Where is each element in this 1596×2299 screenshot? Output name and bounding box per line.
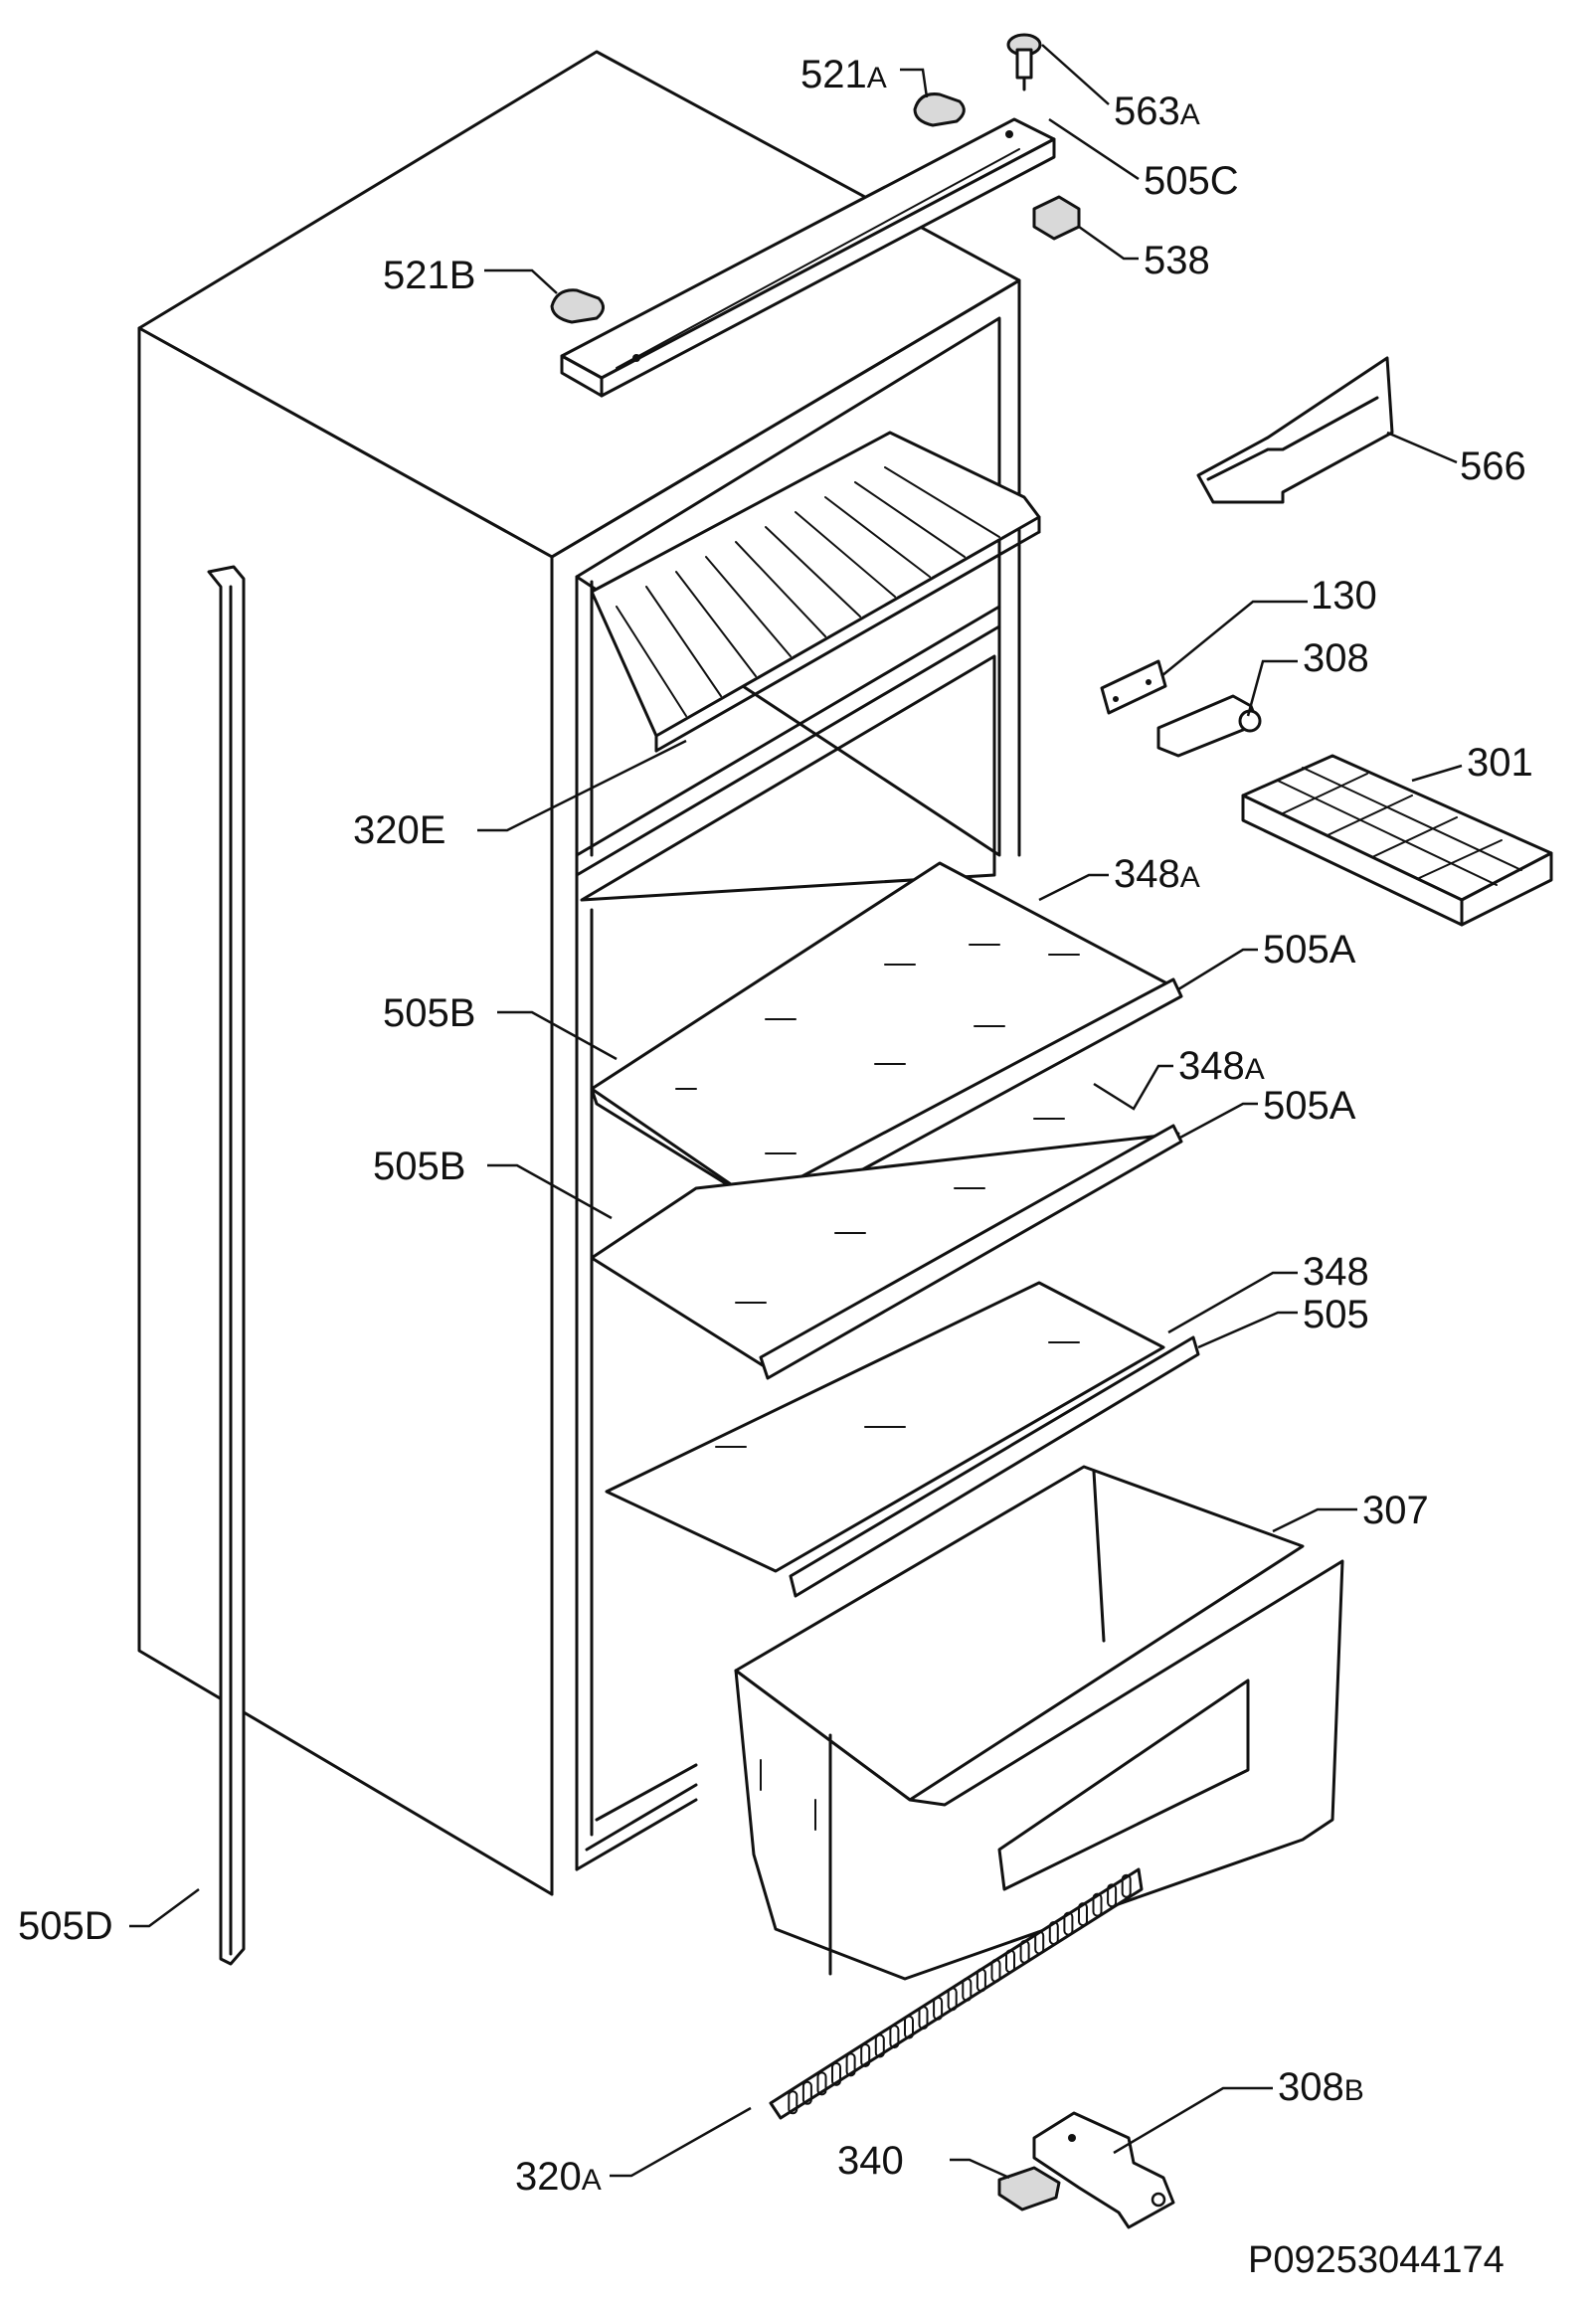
grille-slot xyxy=(1107,1883,1118,1908)
label-505b-middle: 505B xyxy=(373,1145,465,1188)
label-348: 348 xyxy=(1303,1250,1369,1294)
ice-cube-tray-301 xyxy=(1241,754,1553,927)
label-521a: 521A xyxy=(800,53,887,96)
top-hinge-bar xyxy=(560,117,1056,398)
grille-slot xyxy=(990,1958,1001,1983)
label-308b: 308B xyxy=(1278,2065,1364,2109)
grille-slot xyxy=(962,1977,973,2002)
grille-slot xyxy=(904,2015,914,2039)
label-320e: 320E xyxy=(353,808,445,852)
grille-slot xyxy=(1005,1949,1015,1974)
label-566: 566 xyxy=(1460,444,1526,488)
grille-slot xyxy=(1078,1902,1088,1927)
label-130: 130 xyxy=(1311,574,1377,618)
leader-lines xyxy=(129,44,1463,2180)
hinge-cap-521a xyxy=(913,92,966,127)
grille-slot xyxy=(889,2025,900,2049)
bottom-hinge-308b xyxy=(1032,2111,1175,2229)
label-308: 308 xyxy=(1303,636,1369,680)
grille-slot xyxy=(860,2043,871,2067)
grille-slot xyxy=(1121,1873,1132,1898)
bracket-538 xyxy=(1032,195,1081,241)
label-348a-upper: 348A xyxy=(1114,852,1200,896)
label-505a-upper: 505A xyxy=(1263,928,1356,972)
screw-563a xyxy=(1006,33,1042,91)
label-340: 340 xyxy=(837,2139,904,2183)
grille-slot xyxy=(918,2006,929,2031)
grille-slot xyxy=(1034,1930,1045,1955)
label-521b: 521B xyxy=(383,254,475,297)
grille-slot xyxy=(975,1968,986,1993)
grille-slot xyxy=(1063,1911,1074,1936)
crisper-drawer xyxy=(734,1465,1344,1981)
plate-130 xyxy=(1100,659,1167,715)
door-seal xyxy=(207,565,246,1966)
grille-slot xyxy=(788,2090,798,2115)
part-labels: 521A 563A 505C 538 521B 566 130 308 301 … xyxy=(18,53,1533,2199)
grille-slot xyxy=(816,2071,827,2096)
grille-slot xyxy=(1019,1939,1030,1964)
block-340 xyxy=(997,2166,1061,2211)
label-307: 307 xyxy=(1362,1489,1429,1532)
middle-hinge-308 xyxy=(1156,694,1262,758)
diagram-reference-code: P09253044174 xyxy=(1248,2239,1505,2281)
door-handle-566 xyxy=(1196,356,1394,504)
grille-slot xyxy=(1092,1892,1103,1917)
label-348a-middle: 348A xyxy=(1178,1044,1265,1088)
grille-slot xyxy=(874,2034,885,2058)
label-505c: 505C xyxy=(1144,159,1239,203)
grille-slot xyxy=(801,2080,812,2105)
label-301: 301 xyxy=(1467,741,1533,785)
freezer-grid-shelf xyxy=(590,431,1041,753)
grille-slot xyxy=(831,2061,841,2086)
label-320a: 320A xyxy=(515,2155,602,2199)
glass-shelf-lower xyxy=(605,1281,1200,1598)
grille-slot xyxy=(1048,1921,1059,1945)
vent-grille xyxy=(769,1867,1144,2120)
label-505a-middle: 505A xyxy=(1263,1084,1356,1128)
grille-slot xyxy=(933,1996,944,2021)
label-505d: 505D xyxy=(18,1904,113,1948)
label-563a: 563A xyxy=(1114,89,1200,133)
hinge-cap-521b xyxy=(550,288,605,324)
label-505b-upper: 505B xyxy=(383,991,475,1035)
grille-slot xyxy=(947,1987,958,2012)
label-538: 538 xyxy=(1144,239,1210,282)
glass-shelf-middle xyxy=(590,1118,1183,1380)
label-505: 505 xyxy=(1303,1293,1369,1336)
grille-slot xyxy=(845,2052,856,2077)
